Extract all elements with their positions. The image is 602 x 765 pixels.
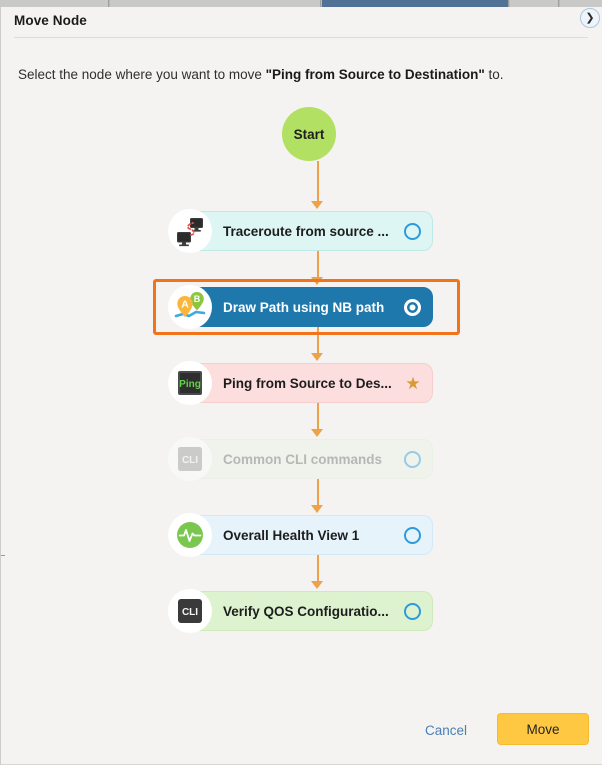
draw-path-icon: B A — [168, 285, 212, 329]
tab-segment[interactable] — [560, 0, 602, 7]
svg-text:B: B — [194, 294, 201, 304]
connector-line — [317, 161, 319, 203]
tab-divider — [508, 0, 509, 7]
health-pulse-icon — [168, 513, 212, 557]
node-radio-button[interactable] — [404, 451, 421, 468]
node-label: Verify QOS Configuratio... — [223, 603, 389, 619]
flow-node-ping[interactable]: Ping from Source to Des... ★ — [186, 363, 433, 403]
node-row: Ping from Source to Des... ★ Ping — [1, 361, 602, 407]
node-label: Common CLI commands — [223, 451, 383, 467]
flow-node-overall-health[interactable]: Overall Health View 1 — [186, 515, 433, 555]
flow-node-traceroute[interactable]: Traceroute from source ... — [186, 211, 433, 251]
node-label: Draw Path using NB path — [223, 299, 385, 315]
tab-segment[interactable] — [110, 0, 320, 7]
tab-divider — [108, 0, 109, 7]
node-label: Overall Health View 1 — [223, 527, 360, 543]
node-row: Draw Path using NB path B A — [1, 285, 602, 331]
node-row: Overall Health View 1 — [1, 513, 602, 559]
ping-icon-svg: Ping — [178, 371, 202, 395]
connector-line — [317, 251, 319, 279]
selection-highlight-frame — [153, 279, 460, 335]
move-node-dialog: Move Node ❯ Select the node where you wa… — [0, 7, 602, 765]
node-row: Verify QOS Configuratio... CLI — [1, 589, 602, 635]
connector-arrow — [311, 429, 323, 437]
instruction-text: Select the node where you want to move "… — [18, 67, 578, 82]
tab-segment[interactable] — [510, 0, 558, 7]
flow-node-draw-path[interactable]: Draw Path using NB path — [186, 287, 433, 327]
browser-tab-strip[interactable] — [0, 0, 602, 7]
node-radio-button[interactable] — [404, 527, 421, 544]
traceroute-icon — [168, 209, 212, 253]
connector-arrow — [311, 581, 323, 589]
ping-icon: Ping — [168, 361, 212, 405]
traceroute-icon-svg — [177, 218, 203, 247]
connector-arrow — [311, 201, 323, 209]
dialog-title: Move Node — [14, 13, 87, 28]
cli-icon-grey: CLI — [168, 437, 212, 481]
node-label: Ping from Source to Des... — [223, 375, 392, 391]
draw-path-icon-svg: B A — [174, 292, 206, 318]
node-label: Traceroute from source ... — [223, 223, 389, 239]
star-icon[interactable]: ★ — [405, 374, 421, 393]
connector-line — [317, 479, 319, 507]
svg-text:A: A — [181, 299, 189, 311]
cli-icon-grey-svg: CLI — [178, 447, 202, 471]
chevron-expand-icon[interactable]: ❯ — [580, 8, 600, 28]
start-node-label: Start — [293, 126, 325, 142]
tab-segment-active[interactable] — [322, 0, 508, 7]
cli-icon-dark-svg: CLI — [178, 599, 202, 623]
connector-arrow — [311, 353, 323, 361]
health-pulse-icon-svg — [177, 522, 203, 548]
node-radio-button[interactable] — [404, 603, 421, 620]
tab-segment[interactable] — [0, 0, 108, 7]
instruction-prefix: Select the node where you want to move — [18, 67, 266, 82]
node-flow-canvas: Start Traceroute from source ... — [1, 95, 602, 655]
start-node[interactable]: Start — [282, 107, 336, 161]
node-row: Common CLI commands CLI — [1, 437, 602, 483]
flow-node-common-cli[interactable]: Common CLI commands — [186, 439, 433, 479]
move-button[interactable]: Move — [497, 713, 589, 745]
connector-line — [317, 555, 319, 583]
connector-line — [317, 403, 319, 431]
connector-line — [317, 327, 319, 355]
node-row: Traceroute from source ... — [1, 209, 602, 255]
left-edge-tick — [1, 555, 5, 556]
cancel-button[interactable]: Cancel — [424, 723, 467, 738]
cli-icon-dark: CLI — [168, 589, 212, 633]
node-radio-button[interactable] — [404, 223, 421, 240]
node-radio-button-selected[interactable] — [404, 299, 421, 316]
instruction-suffix: to. — [484, 67, 504, 82]
tab-divider — [558, 0, 559, 7]
flow-node-verify-qos[interactable]: Verify QOS Configuratio... — [186, 591, 433, 631]
connector-arrow — [311, 505, 323, 513]
svg-text:Ping: Ping — [179, 379, 201, 390]
svg-text:CLI: CLI — [182, 607, 198, 618]
title-divider — [14, 37, 588, 38]
tab-divider — [320, 0, 321, 7]
dialog-footer: Cancel Move — [1, 705, 602, 765]
instruction-node-name: "Ping from Source to Destination" — [265, 67, 485, 82]
svg-text:CLI: CLI — [182, 455, 198, 466]
